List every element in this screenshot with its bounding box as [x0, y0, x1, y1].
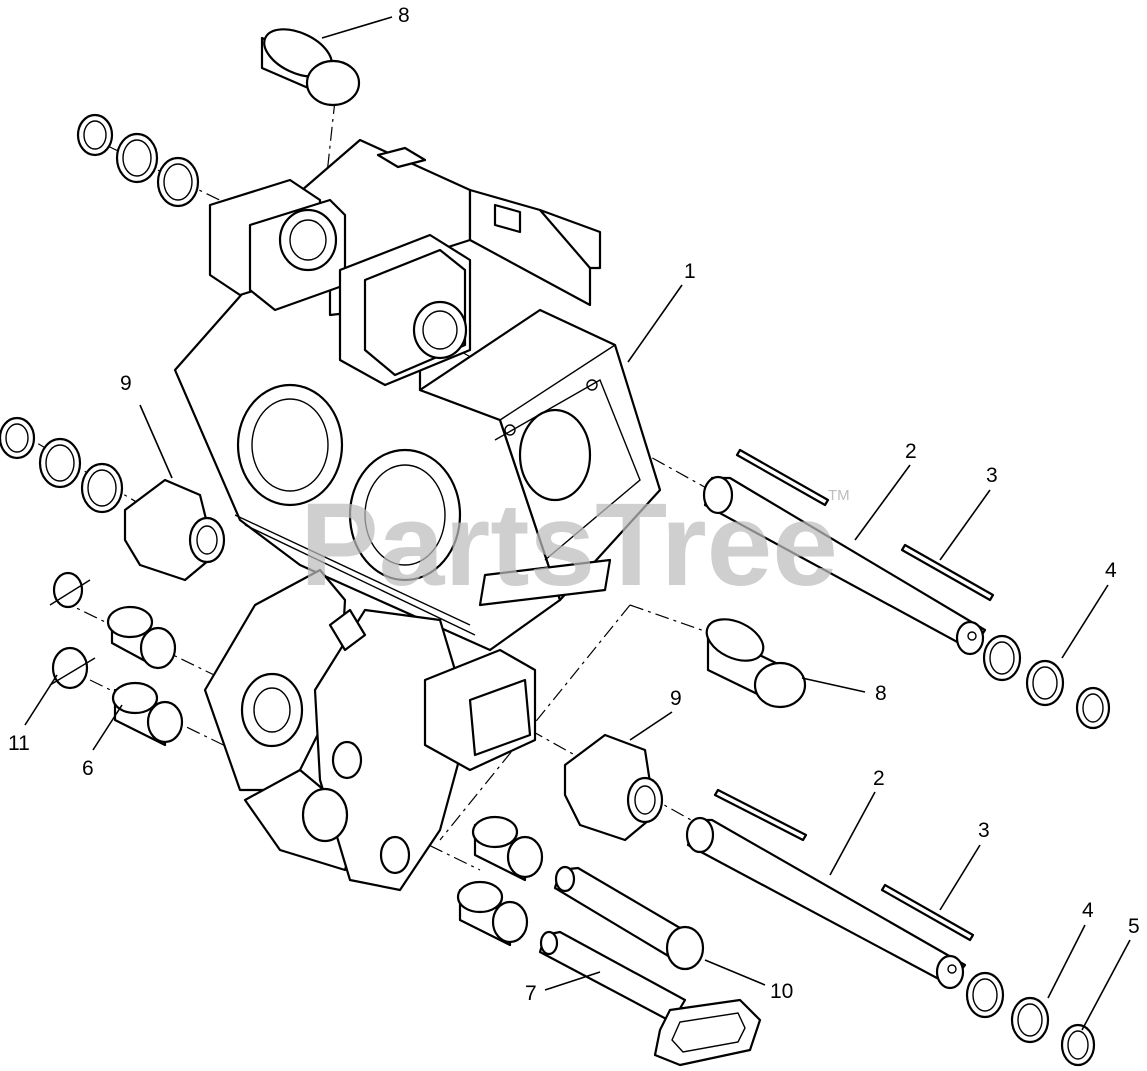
callout-5: 5 — [1128, 915, 1140, 938]
bearing-nut-left — [123, 478, 226, 582]
callout-4-lower: 4 — [1082, 899, 1094, 922]
callout-10: 10 — [770, 980, 793, 1003]
handle-pin-7 — [538, 930, 762, 1067]
callout-9-right: 9 — [670, 687, 682, 710]
hairpin-clips — [49, 571, 96, 690]
shaft-keys — [713, 448, 995, 942]
callout-4-upper: 4 — [1105, 559, 1117, 582]
callout-9-left: 9 — [120, 372, 132, 395]
callout-3-lower: 3 — [978, 819, 990, 842]
upper-bearing-blocks — [208, 178, 472, 387]
bearing-nut-right — [563, 733, 664, 842]
callout-1: 1 — [684, 260, 696, 283]
bracket-bores — [236, 379, 598, 582]
lower-square-tube — [423, 648, 537, 772]
washers-middle-left — [0, 416, 124, 514]
washers-upper-right — [982, 634, 1111, 730]
washers-upper-left — [76, 113, 200, 208]
callout-8-right: 8 — [875, 682, 887, 705]
callout-3-upper: 3 — [986, 464, 998, 487]
callout-2-lower: 2 — [873, 767, 885, 790]
callout-6: 6 — [82, 757, 94, 780]
spacer-tube-upper — [260, 28, 361, 107]
washers-lower-right — [965, 971, 1096, 1067]
callout-7: 7 — [525, 982, 537, 1005]
bushings-left — [106, 605, 184, 747]
callout-11: 11 — [8, 732, 30, 755]
callout-2-upper: 2 — [905, 440, 917, 463]
watermark-text: PartsTree — [300, 479, 838, 611]
watermark-trademark: TM — [828, 487, 850, 504]
shaft-lower — [685, 816, 967, 990]
spacer-tube-right — [705, 618, 807, 709]
leader-lines — [24, 16, 1131, 1031]
bushings-lower — [456, 815, 544, 947]
callout-8-upper: 8 — [398, 4, 410, 27]
shaft-upper — [702, 475, 987, 656]
callout-labels: 8 1 9 2 3 4 8 9 11 6 2 3 4 5 10 7 — [8, 4, 1140, 1005]
pin-10 — [553, 865, 705, 971]
